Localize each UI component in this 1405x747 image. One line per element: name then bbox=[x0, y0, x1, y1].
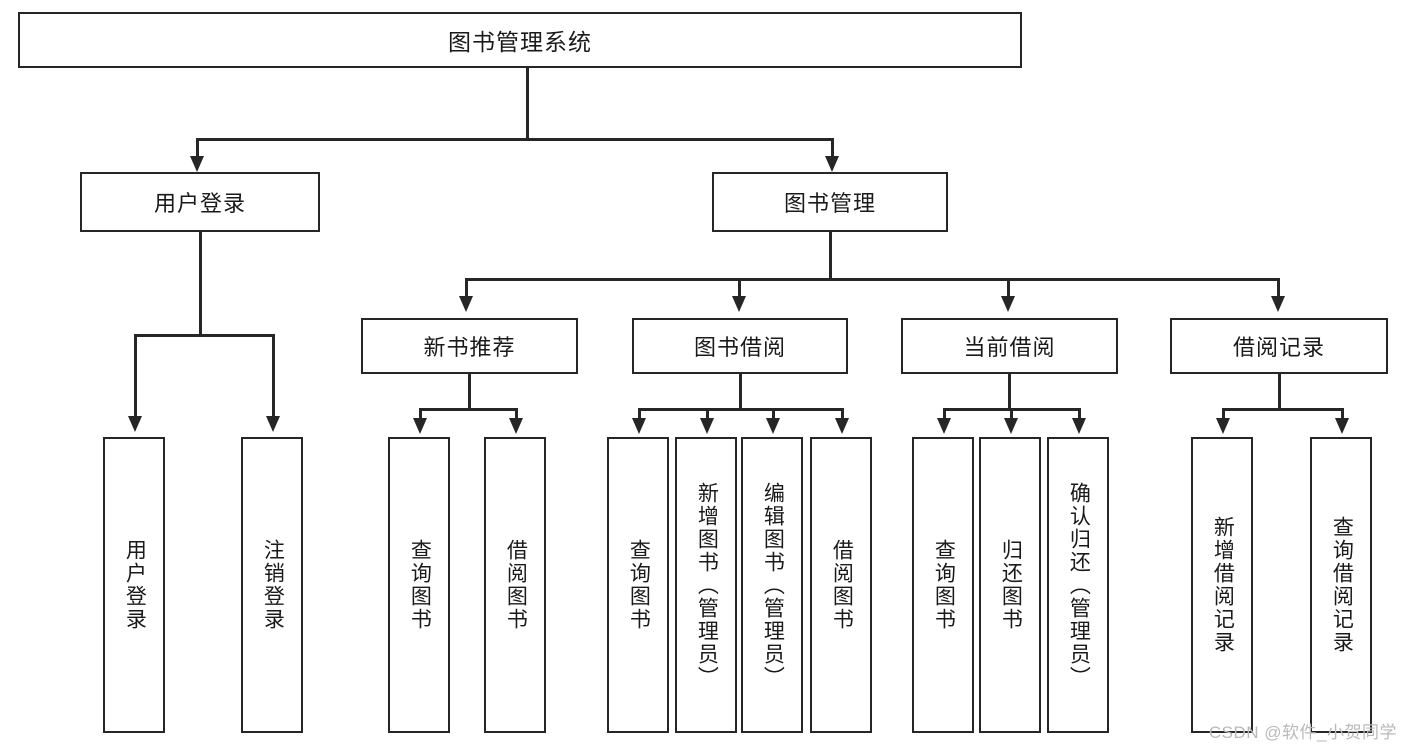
arrowhead-icon bbox=[732, 296, 746, 312]
arrowhead-icon bbox=[1001, 296, 1015, 312]
connector-book-borrow-child3 bbox=[772, 408, 775, 422]
connector-new-book-bus bbox=[419, 408, 517, 411]
leaf-logout[interactable]: 注销登录 bbox=[241, 437, 303, 733]
node-book-borrow[interactable]: 图书借阅 bbox=[632, 318, 848, 374]
node-label: 图书借阅 bbox=[693, 335, 786, 360]
leaf-label: 查询图书 bbox=[627, 539, 651, 631]
connector-book-mgmt-child2 bbox=[738, 278, 741, 300]
leaf-label: 查询借阅记录 bbox=[1330, 516, 1354, 654]
leaf-label: 注销登录 bbox=[261, 539, 285, 631]
leaf-label: 编辑图书（管理员） bbox=[761, 481, 785, 689]
node-label: 用户登录 bbox=[153, 191, 246, 216]
connector-book-borrow-child1 bbox=[638, 408, 641, 422]
connector-current-borrow-child3 bbox=[1078, 408, 1081, 422]
arrowhead-icon bbox=[266, 416, 280, 432]
connector-current-borrow-stem bbox=[1008, 374, 1011, 410]
arrowhead-icon bbox=[766, 418, 780, 434]
arrowhead-icon bbox=[1216, 418, 1230, 434]
connector-borrow-record-bus bbox=[1222, 408, 1343, 411]
connector-root-bus bbox=[196, 138, 834, 141]
connector-root-stem bbox=[526, 68, 529, 140]
connector-current-borrow-child2 bbox=[1010, 408, 1013, 422]
leaf-add-borrow-record[interactable]: 新增借阅记录 bbox=[1191, 437, 1253, 733]
connector-book-mgmt-child1 bbox=[465, 278, 468, 300]
leaf-query-book-current[interactable]: 查询图书 bbox=[912, 437, 974, 733]
leaf-return-book[interactable]: 归还图书 bbox=[979, 437, 1041, 733]
arrowhead-icon bbox=[835, 418, 849, 434]
arrowhead-icon bbox=[509, 418, 523, 434]
leaf-query-book-recommend[interactable]: 查询图书 bbox=[388, 437, 450, 733]
leaf-query-book-borrow[interactable]: 查询图书 bbox=[607, 437, 669, 733]
node-label: 图书管理 bbox=[783, 191, 876, 216]
arrowhead-icon bbox=[128, 416, 142, 432]
leaf-label: 查询图书 bbox=[932, 539, 956, 631]
arrowhead-icon bbox=[459, 296, 473, 312]
leaf-edit-book-admin[interactable]: 编辑图书（管理员） bbox=[741, 437, 803, 733]
leaf-add-book-admin[interactable]: 新增图书（管理员） bbox=[675, 437, 737, 733]
leaf-label: 借阅图书 bbox=[830, 539, 854, 631]
arrowhead-icon bbox=[1004, 418, 1018, 434]
node-label: 当前借阅 bbox=[963, 335, 1056, 360]
connector-new-book-child2 bbox=[515, 408, 518, 422]
arrowhead-icon bbox=[937, 418, 951, 434]
connector-borrow-record-child2 bbox=[1341, 408, 1344, 422]
leaf-user-login[interactable]: 用户登录 bbox=[103, 437, 165, 733]
node-root-system[interactable]: 图书管理系统 bbox=[18, 12, 1022, 68]
arrowhead-icon bbox=[190, 156, 204, 172]
node-current-borrow[interactable]: 当前借阅 bbox=[901, 318, 1118, 374]
arrowhead-icon bbox=[700, 418, 714, 434]
csdn-watermark: CSDN @软件_小贺同学 bbox=[1208, 723, 1397, 742]
connector-user-login-child2 bbox=[272, 334, 275, 420]
arrowhead-icon bbox=[1072, 418, 1086, 434]
connector-user-login-child1 bbox=[134, 334, 137, 420]
leaf-label: 新增图书（管理员） bbox=[695, 481, 719, 689]
connector-new-book-child1 bbox=[419, 408, 422, 422]
node-new-book-recommend[interactable]: 新书推荐 bbox=[361, 318, 578, 374]
connector-book-mgmt-bus bbox=[465, 278, 1279, 281]
leaf-label: 借阅图书 bbox=[504, 539, 528, 631]
leaf-label: 新增借阅记录 bbox=[1211, 516, 1235, 654]
connector-user-login-stem bbox=[199, 232, 202, 336]
arrowhead-icon bbox=[1271, 296, 1285, 312]
node-label: 图书管理系统 bbox=[448, 29, 592, 55]
arrowhead-icon bbox=[825, 156, 839, 172]
node-borrow-record[interactable]: 借阅记录 bbox=[1170, 318, 1388, 374]
connector-book-mgmt-stem bbox=[829, 232, 832, 280]
connector-borrow-record-child1 bbox=[1222, 408, 1225, 422]
connector-root-to-book-mgmt bbox=[831, 138, 834, 160]
node-book-management[interactable]: 图书管理 bbox=[712, 172, 948, 232]
connector-book-borrow-child4 bbox=[841, 408, 844, 422]
leaf-borrow-book[interactable]: 借阅图书 bbox=[810, 437, 872, 733]
arrowhead-icon bbox=[632, 418, 646, 434]
leaf-borrow-book-recommend[interactable]: 借阅图书 bbox=[484, 437, 546, 733]
connector-user-login-bus bbox=[134, 334, 274, 337]
leaf-label: 归还图书 bbox=[999, 539, 1023, 631]
connector-root-to-user-login bbox=[196, 138, 199, 160]
arrowhead-icon bbox=[1335, 418, 1349, 434]
arrowhead-icon bbox=[413, 418, 427, 434]
leaf-confirm-return-admin[interactable]: 确认归还（管理员） bbox=[1047, 437, 1109, 733]
node-label: 新书推荐 bbox=[423, 335, 516, 360]
connector-borrow-record-stem bbox=[1278, 374, 1281, 410]
node-label: 借阅记录 bbox=[1232, 335, 1325, 360]
connector-book-mgmt-child4 bbox=[1277, 278, 1280, 300]
connector-current-borrow-child1 bbox=[943, 408, 946, 422]
leaf-label: 确认归还（管理员） bbox=[1067, 481, 1091, 689]
leaf-label: 查询图书 bbox=[408, 539, 432, 631]
connector-book-borrow-bus bbox=[638, 408, 843, 411]
connector-book-borrow-child2 bbox=[706, 408, 709, 422]
connector-book-borrow-stem bbox=[739, 374, 742, 410]
node-user-login[interactable]: 用户登录 bbox=[80, 172, 320, 232]
connector-new-book-stem bbox=[468, 374, 471, 410]
leaf-query-borrow-record[interactable]: 查询借阅记录 bbox=[1310, 437, 1372, 733]
leaf-label: 用户登录 bbox=[123, 539, 147, 631]
connector-book-mgmt-child3 bbox=[1007, 278, 1010, 300]
